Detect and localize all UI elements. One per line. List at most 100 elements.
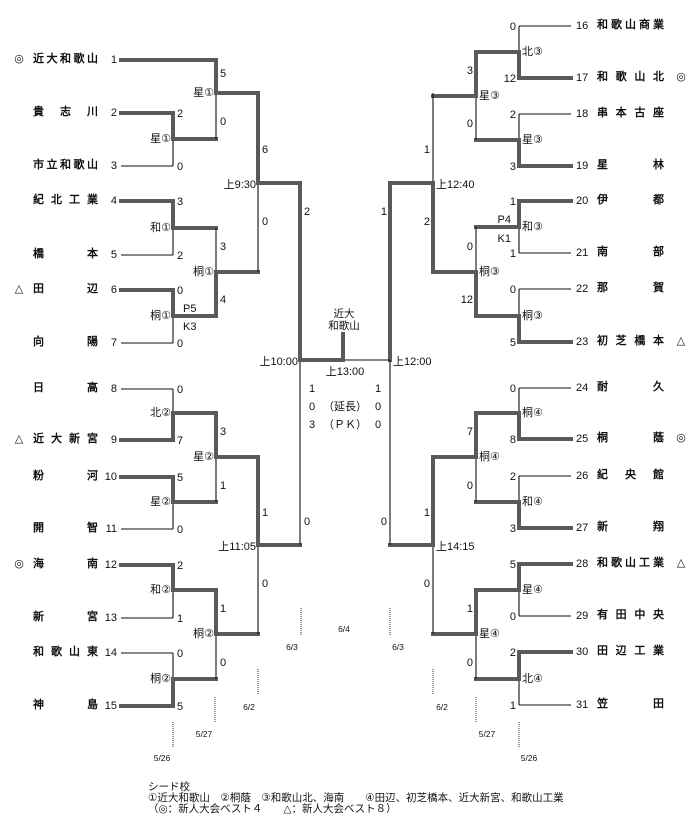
score: 2 (304, 206, 311, 218)
score: 3 (220, 241, 227, 253)
score: 1 (220, 603, 227, 615)
venue-label: 星① (150, 132, 171, 145)
score: 0 (380, 516, 387, 528)
venue-label: 和③ (522, 220, 543, 233)
seed-mark (671, 245, 691, 259)
seed-mark (9, 193, 29, 207)
venue-label: 星③ (522, 133, 543, 146)
legend-note: （◎：新人大会ベスト４ △：新人大会ベスト８） (148, 803, 397, 815)
score: 0 (262, 215, 269, 228)
score: 5 (509, 559, 516, 571)
team-number: 14 (104, 647, 117, 659)
score: 0 (177, 524, 184, 536)
team-name: 耐久 (597, 380, 664, 393)
seed-mark: △ (676, 334, 686, 347)
score: 8 (509, 434, 516, 446)
final-score-label: （延長） (323, 400, 367, 413)
team-number: 5 (110, 249, 117, 261)
score: 2 (509, 109, 516, 121)
score: 0 (262, 577, 269, 590)
team-number: 15 (104, 700, 117, 712)
score: 5 (177, 472, 184, 484)
final-score-left: 3 (308, 419, 316, 431)
team-name: 近大和歌山 (33, 52, 98, 65)
team-name: 星林 (597, 158, 664, 171)
final-score-left: 0 (308, 401, 316, 413)
team-name: 神島 (33, 698, 98, 711)
seed-mark (671, 193, 691, 207)
venue-label: 北④ (522, 672, 543, 685)
seed-mark (671, 380, 691, 394)
team-number: 6 (110, 284, 117, 296)
round-date-label: 5/27 (478, 729, 496, 739)
score: 1 (423, 144, 430, 156)
team-name: 向陽 (33, 335, 98, 348)
score: 1 (509, 700, 516, 712)
score: 7 (177, 435, 184, 447)
score: 0 (509, 383, 516, 395)
venue-label: 星④ (479, 627, 500, 640)
seed-mark: ◎ (676, 70, 686, 83)
pk-score: K1 (497, 233, 511, 245)
score: 5 (177, 701, 184, 713)
round-date-label: 6/3 (286, 642, 298, 652)
score: 3 (509, 161, 516, 173)
venue-label: 桐③ (479, 265, 500, 278)
seed-mark (9, 521, 29, 535)
seed-mark (671, 520, 691, 534)
venue-label: 桐④ (522, 406, 543, 419)
team-number: 28 (576, 558, 589, 570)
score: 0 (466, 118, 473, 130)
team-name: 和歌山商業 (597, 18, 664, 31)
seed-mark (9, 381, 29, 395)
score: 2 (423, 215, 430, 228)
venue-label: 和① (150, 221, 171, 234)
venue-label: 桐④ (479, 450, 500, 463)
score: 0 (509, 284, 516, 296)
round-date-label: 5/26 (153, 753, 171, 763)
pk-score: P4 (497, 214, 511, 226)
team-number: 7 (110, 337, 117, 349)
score: 2 (509, 471, 516, 483)
team-name: 桐蔭 (597, 431, 664, 444)
team-number: 20 (576, 195, 589, 207)
score: 5 (220, 67, 227, 80)
score: 2 (177, 108, 184, 120)
seed-mark: △ (14, 282, 24, 295)
score: 6 (262, 144, 269, 156)
seed-mark: △ (676, 556, 686, 569)
match-time: 上11:05 (218, 541, 256, 553)
team-number: 16 (576, 20, 589, 32)
score: 3 (466, 65, 473, 77)
score: 1 (509, 248, 516, 260)
venue-label: 和④ (522, 495, 543, 508)
seed-mark: ◎ (14, 557, 24, 570)
venue-label: 和② (150, 583, 171, 596)
match-time: 上12:00 (393, 356, 432, 368)
match-time: 上9:30 (223, 179, 256, 191)
score: 0 (466, 479, 473, 492)
score: 12 (460, 294, 473, 306)
score: 1 (220, 479, 227, 492)
seed-mark (671, 468, 691, 482)
team-number: 27 (576, 522, 589, 534)
score: 0 (177, 338, 184, 350)
seed-mark: ◎ (676, 431, 686, 444)
venue-label: 北③ (522, 45, 543, 58)
team-number: 8 (110, 383, 117, 395)
team-name: 開智 (33, 521, 98, 534)
score: 1 (262, 507, 269, 519)
team-number: 26 (576, 470, 589, 482)
pk-score: K3 (183, 321, 197, 333)
score: 1 (423, 507, 430, 519)
score: 5 (509, 337, 516, 349)
score: 0 (220, 656, 227, 669)
seed-mark (671, 18, 691, 32)
team-number: 25 (576, 433, 589, 445)
seed-mark (671, 697, 691, 711)
score: 3 (177, 196, 184, 208)
team-name: 海南 (33, 557, 98, 570)
venue-label: 桐② (193, 627, 214, 640)
score: 1 (177, 613, 184, 625)
